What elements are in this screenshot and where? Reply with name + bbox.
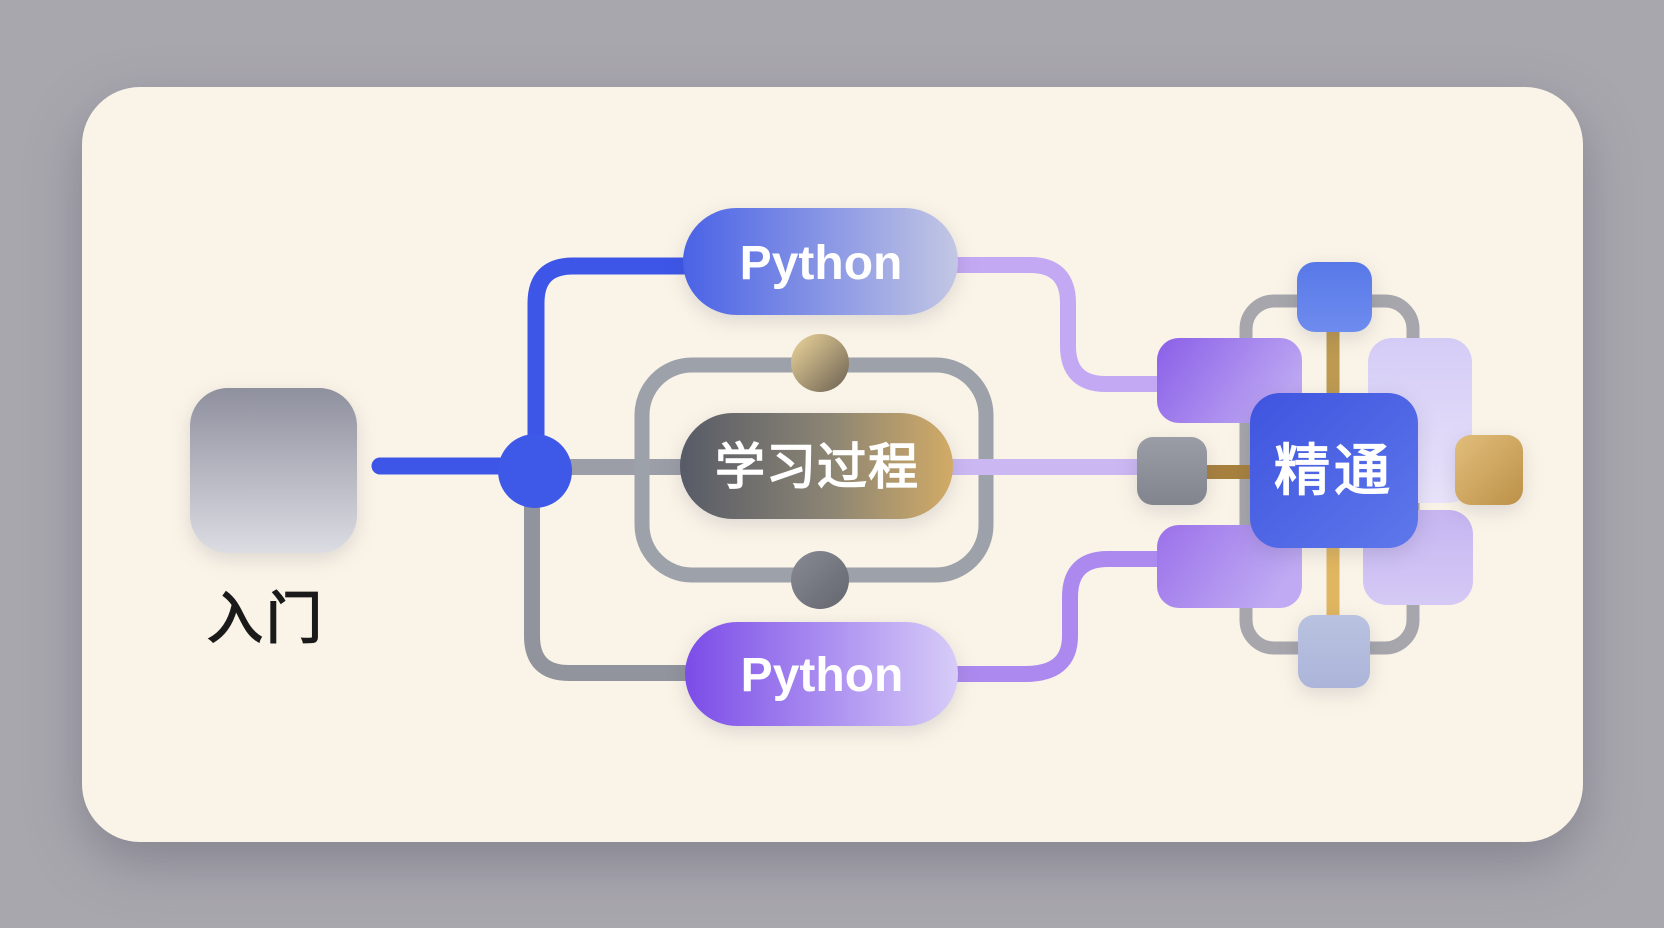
- mastery-cluster: 精通: [1137, 262, 1523, 688]
- junction-node: [498, 434, 572, 508]
- python-top-label: Python: [740, 237, 903, 290]
- start-node: 入门: [190, 388, 357, 650]
- process-shape: [680, 413, 953, 519]
- start-node-shape: [190, 388, 357, 553]
- edge-junction-python-top: [527, 257, 685, 471]
- python-bottom-label: Python: [741, 649, 904, 702]
- mastery-label: 精通: [1274, 439, 1394, 502]
- python-bottom-shape: [685, 622, 958, 726]
- mastery-node: 精通: [1250, 393, 1418, 548]
- cluster-square-right: [1455, 435, 1523, 505]
- loop-top-dot: [791, 334, 849, 392]
- python-top-shape: [683, 208, 958, 315]
- mastery-shape: [1250, 393, 1418, 548]
- cluster-square-top: [1297, 262, 1372, 332]
- edge-python-top-cluster: [956, 257, 1162, 392]
- cluster-square-bottom: [1298, 615, 1370, 688]
- process-label: 学习过程: [715, 439, 919, 495]
- cluster-rect-bottom-left: [1157, 525, 1302, 608]
- cluster-square-left: [1137, 437, 1207, 505]
- python-bottom-node: Python: [685, 622, 958, 726]
- edge-python-bottom-cluster: [956, 551, 1162, 682]
- start-node-label: 入门: [207, 587, 325, 650]
- edge-junction-python-bottom: [524, 471, 687, 681]
- process-node: 学习过程: [680, 413, 953, 519]
- loop-bottom-dot: [791, 551, 849, 609]
- python-top-node: Python: [683, 208, 958, 315]
